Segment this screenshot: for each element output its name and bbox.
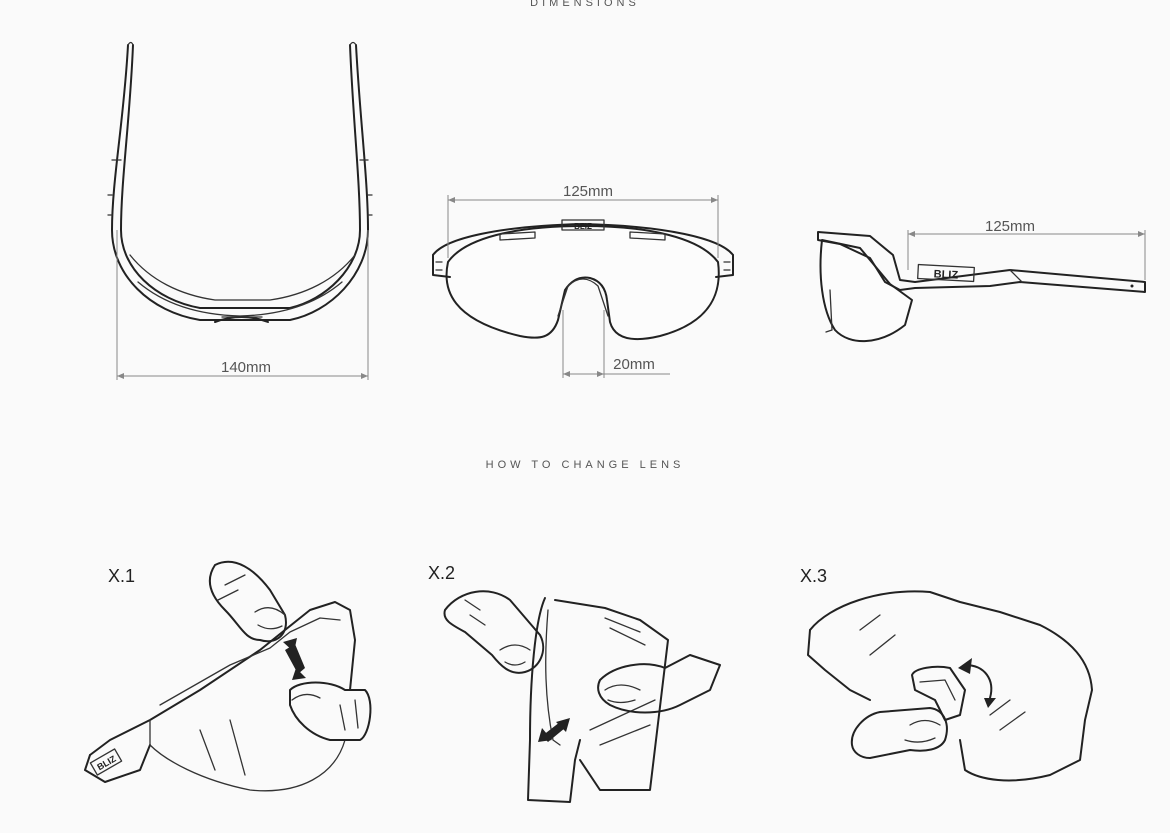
front-logo: BLIZ [574,222,592,231]
top-view-drawing [107,41,373,323]
front-view-width-dimension: 125mm [447,183,719,258]
how-to-change-lens-title: HOW TO CHANGE LENS [485,459,685,471]
step-3-illustration [807,590,1093,782]
front-view-drawing: BLIZ [432,219,734,341]
step-1-illustration: BLIZ [84,560,372,792]
side-view-length-dimension: 125mm [907,218,1146,280]
step-2-label: X.2 [428,563,456,583]
front-view-bridge-label: 20mm [613,356,655,373]
top-view-width-label: 140mm [221,359,271,376]
front-view-bridge-dimension: 20mm [562,310,670,378]
step-2-illustration [443,590,721,803]
side-view-length-label: 125mm [985,218,1035,235]
step-3-label: X.3 [800,566,828,586]
front-view-width-label: 125mm [563,183,613,200]
dimensions-title: DIMENSIONS [530,0,640,9]
side-view-drawing: BLIZ [817,231,1146,342]
top-view-width-dimension: 140mm [116,230,369,380]
side-logo: BLIZ [933,268,958,281]
step-1-label: X.1 [108,566,136,586]
